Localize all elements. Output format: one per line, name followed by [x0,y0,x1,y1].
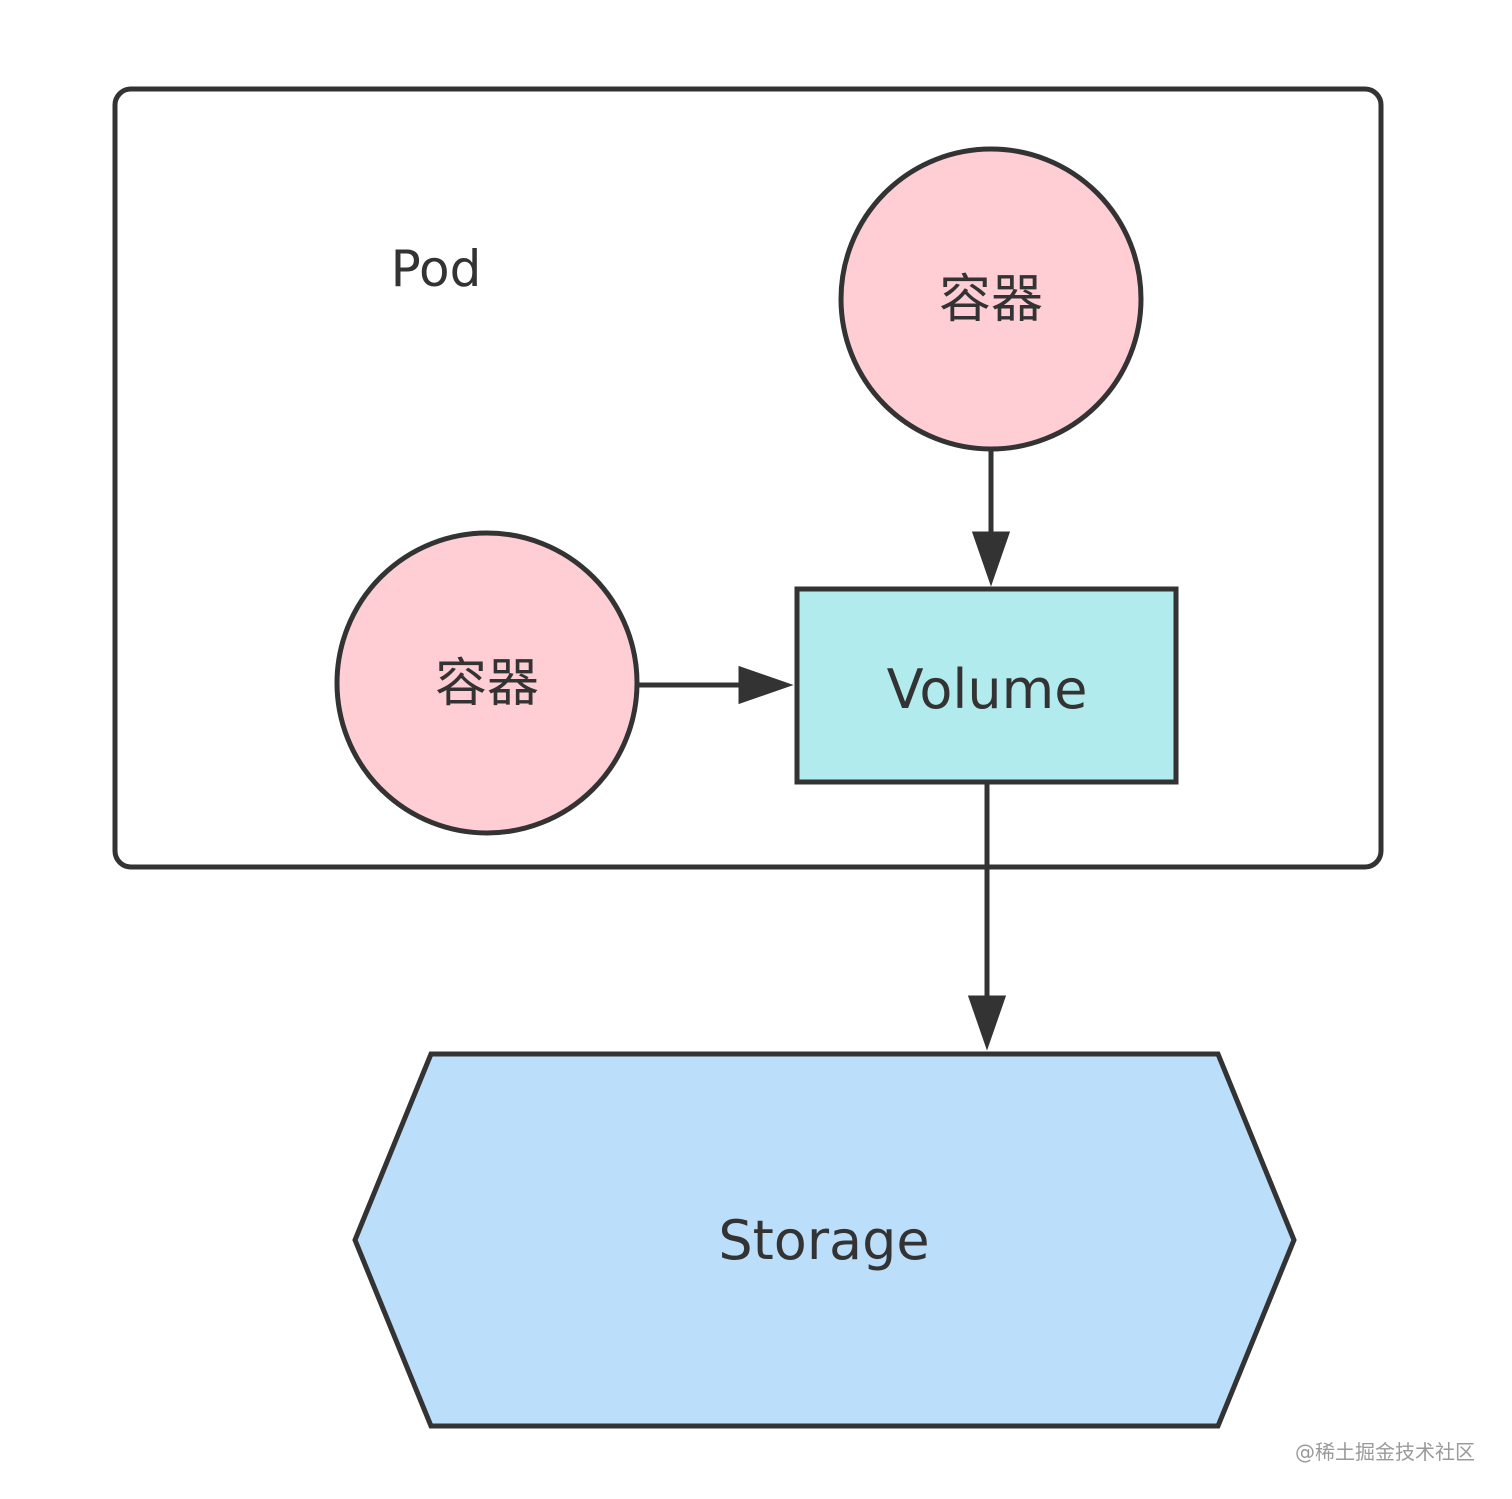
volume-label: Volume [887,658,1088,721]
pod-box: Pod [112,86,1384,870]
volume-box [794,586,1179,785]
storage-hexagon [352,1051,1297,1429]
edge-container-left-to-volume [638,665,794,705]
pod-label: Pod [391,240,482,298]
container-label: 容器 [435,654,539,714]
arrowhead-icon [967,995,1007,1051]
container-node-left: 容器 [334,530,640,836]
container-node-top: 容器 [838,146,1144,452]
volume-node: Volume [794,586,1179,785]
storage-node: Storage [352,1051,1297,1429]
storage-label: Storage [718,1209,929,1272]
edge-container-top-to-volume [971,450,1011,587]
container-circle [334,530,640,836]
container-circle [838,146,1144,452]
arrowhead-icon [971,531,1011,587]
edge-volume-to-storage [967,783,1007,1051]
pod-border [112,86,1384,870]
watermark-text: @稀土掘金技术社区 [1295,1440,1475,1464]
arrowhead-icon [738,665,794,705]
container-label: 容器 [939,270,1043,330]
